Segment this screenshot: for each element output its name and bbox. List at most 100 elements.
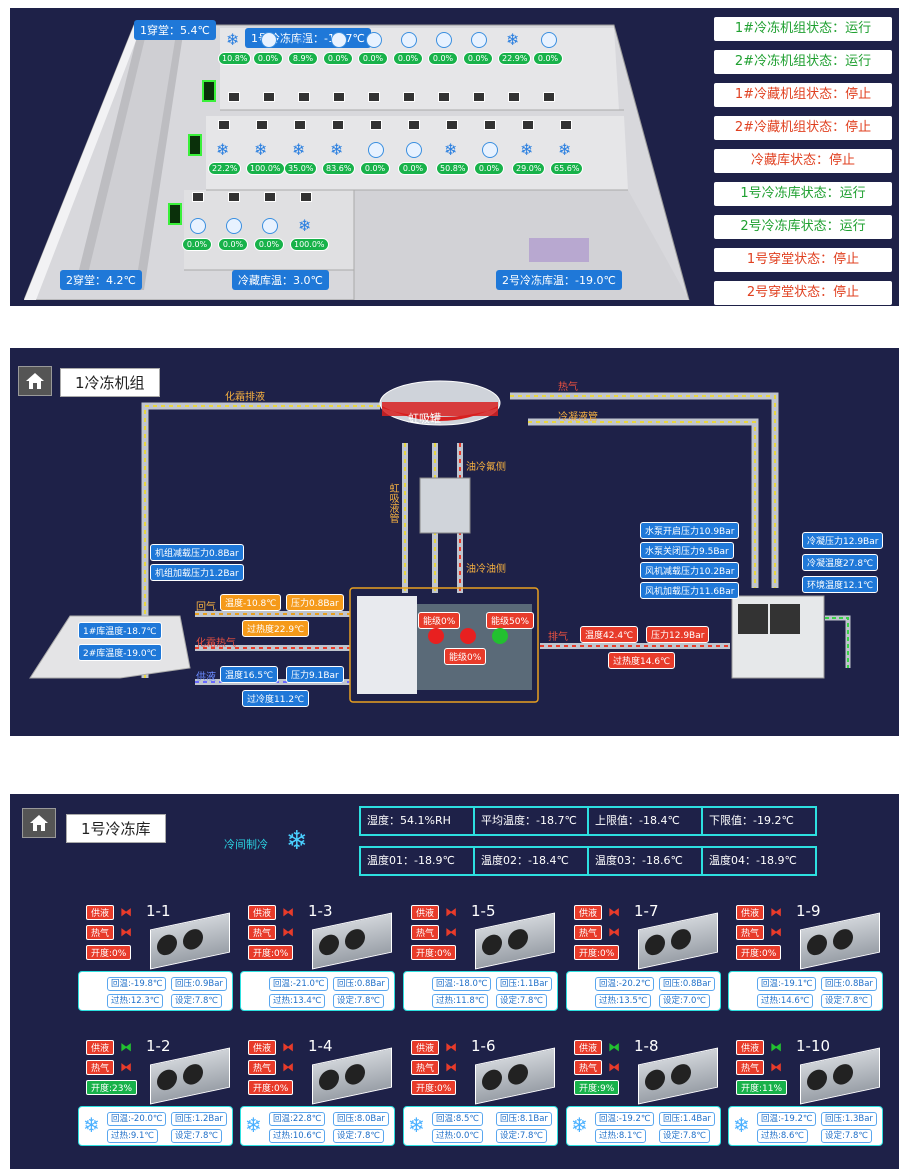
evaporator-unit[interactable] (446, 120, 458, 130)
supply-tag: 供液 (86, 1040, 115, 1055)
valve-icon: ⧓ (445, 925, 457, 939)
evaporator-unit[interactable] (300, 192, 312, 202)
stat-temp01: 温度01：-18.9℃ (359, 846, 475, 876)
return-pressure: 回压:1.2Bar (171, 1112, 227, 1126)
opening-tag: 开度:23% (86, 1080, 138, 1095)
valve-opening: 0.0% (474, 162, 504, 175)
capacity-1: 能级0% (418, 612, 461, 629)
evaporator-unit[interactable] (333, 92, 345, 102)
home-button-2[interactable] (22, 808, 56, 838)
valve-icon: ⧓ (608, 925, 620, 939)
evaporator-1-6[interactable]: 供液热气⧓⧓开度:0%1-6 (405, 1034, 567, 1152)
evaporator-unit[interactable] (192, 192, 204, 202)
return-pressure: 回压:1.1Bar (496, 977, 552, 991)
stat-temp03: 温度03：-18.6℃ (587, 846, 703, 876)
snowflake-icon: ❄ (444, 140, 458, 159)
evaporator-1-9[interactable]: 供液热气⧓⧓开度:0%1-9 (730, 899, 892, 1017)
evaporator-unit[interactable] (256, 120, 268, 130)
evaporator-unit[interactable] (543, 92, 555, 102)
evaporator-unit[interactable] (294, 120, 306, 130)
evaporator-unit[interactable] (484, 120, 496, 130)
return-pressure: 回压:0.8Bar (333, 977, 389, 991)
evaporator-unit[interactable] (560, 120, 572, 130)
valve-icon: ⧓ (770, 1040, 782, 1054)
evaporator-unit[interactable] (508, 92, 520, 102)
valve-icon: ⧓ (120, 1060, 132, 1074)
valve-icon: ⧓ (120, 1040, 132, 1054)
home-button[interactable] (18, 366, 52, 396)
status-item: 1号穿堂状态：停止 (714, 248, 892, 272)
snowflake-icon: ❄ (558, 140, 572, 159)
valve-opening: 50.8% (436, 162, 470, 175)
fan-unload-pressure: 风机减载压力10.2Bar (640, 562, 740, 579)
valve-opening: 22.2% (208, 162, 242, 175)
valve-icon: ⧓ (282, 905, 294, 919)
evaporator-unit[interactable] (473, 92, 485, 102)
snowflake-icon: ❄ (506, 30, 520, 49)
return-pressure: 回压:0.9Bar (171, 977, 227, 991)
home-icon (30, 815, 48, 831)
opening-tag: 开度:0% (411, 1080, 457, 1095)
evaporator-unit[interactable] (298, 92, 310, 102)
evaporator-unit[interactable] (228, 192, 240, 202)
evaporator-1-3[interactable]: 供液热气⧓⧓开度:0%1-3 (242, 899, 404, 1017)
hot-gas-tag: 热气 (574, 1060, 603, 1075)
evaporator-1-8[interactable]: 供液热气⧓⧓开度:9%1-8 (568, 1034, 730, 1152)
valve-opening: 100.0% (246, 162, 285, 175)
evaporator-unit[interactable] (263, 92, 275, 102)
fan-icon (406, 142, 422, 158)
setpoint: 设定:7.8℃ (496, 994, 547, 1008)
fan-icon (331, 32, 347, 48)
door-2[interactable] (188, 134, 202, 156)
door-1[interactable] (202, 80, 216, 102)
setpoint: 设定:7.8℃ (333, 1129, 384, 1143)
valve-icon: ⧓ (770, 925, 782, 939)
room1-temp: 1#库温度-18.7℃ (78, 622, 162, 639)
evaporator-unit[interactable] (370, 120, 382, 130)
setpoint: 设定:7.8℃ (171, 1129, 222, 1143)
valve-opening: 0.0% (428, 52, 458, 65)
mode-label: 冷间制冷 (224, 838, 268, 851)
evaporator-unit[interactable] (408, 120, 420, 130)
valve-icon: ⧓ (120, 925, 132, 939)
evaporator-unit[interactable] (368, 92, 380, 102)
valve-opening: 0.0% (358, 52, 388, 65)
evaporator-1-2[interactable]: 供液热气⧓⧓开度:23%1-2 (80, 1034, 242, 1152)
return-temp: 回温:-19.8℃ (107, 977, 167, 991)
snowflake-icon: ❄ (330, 140, 344, 159)
hot-gas-tag: 热气 (736, 925, 765, 940)
evaporator-unit[interactable] (403, 92, 415, 102)
pipe-diagram (29, 380, 851, 703)
evaporator-unit[interactable] (438, 92, 450, 102)
evaporator-1-1[interactable]: 供液热气⧓⧓开度:0%1-1 (80, 899, 242, 1017)
evaporator-1-7[interactable]: 供液热气⧓⧓开度:0%1-7 (568, 899, 730, 1017)
return-temp: 回温:-18.0℃ (432, 977, 492, 991)
valve-icon: ⧓ (120, 905, 132, 919)
evaporator-unit[interactable] (228, 92, 240, 102)
page-title: 1冷冻机组 (60, 368, 160, 397)
evaporator-1-4[interactable]: 供液热气⧓⧓开度:0%1-4 (242, 1034, 404, 1152)
door-3[interactable] (168, 203, 182, 225)
stat-temp04: 温度04：-18.9℃ (701, 846, 817, 876)
pump-off-pressure: 水泵关闭压力9.5Bar (640, 542, 734, 559)
evaporator-name: 1-1 (146, 902, 171, 920)
status-item: 2号冷冻库状态：运行 (714, 215, 892, 239)
return-temp: 回温:22.8℃ (269, 1112, 326, 1126)
evaporator-unit[interactable] (332, 120, 344, 130)
snowflake-icon: ❄ (571, 1113, 588, 1137)
evaporator-unit[interactable] (264, 192, 276, 202)
superheat: 过热:8.6℃ (757, 1129, 808, 1143)
opening-tag: 开度:0% (248, 945, 294, 960)
evaporator-1-5[interactable]: 供液热气⧓⧓开度:0%1-5 (405, 899, 567, 1017)
status-item: 2号穿堂状态：停止 (714, 281, 892, 305)
evaporator-1-10[interactable]: 供液热气⧓⧓开度:11%1-10 (730, 1034, 892, 1152)
evaporator-unit[interactable] (218, 120, 230, 130)
room2-temp: 2#库温度-19.0℃ (78, 644, 162, 661)
return-label: 回气 (196, 602, 216, 613)
valve-icon: ⧓ (770, 1060, 782, 1074)
setpoint: 设定:7.8℃ (659, 1129, 710, 1143)
setpoint: 设定:7.8℃ (821, 994, 872, 1008)
evaporator-unit[interactable] (522, 120, 534, 130)
hot-gas-tag: 热气 (411, 925, 440, 940)
